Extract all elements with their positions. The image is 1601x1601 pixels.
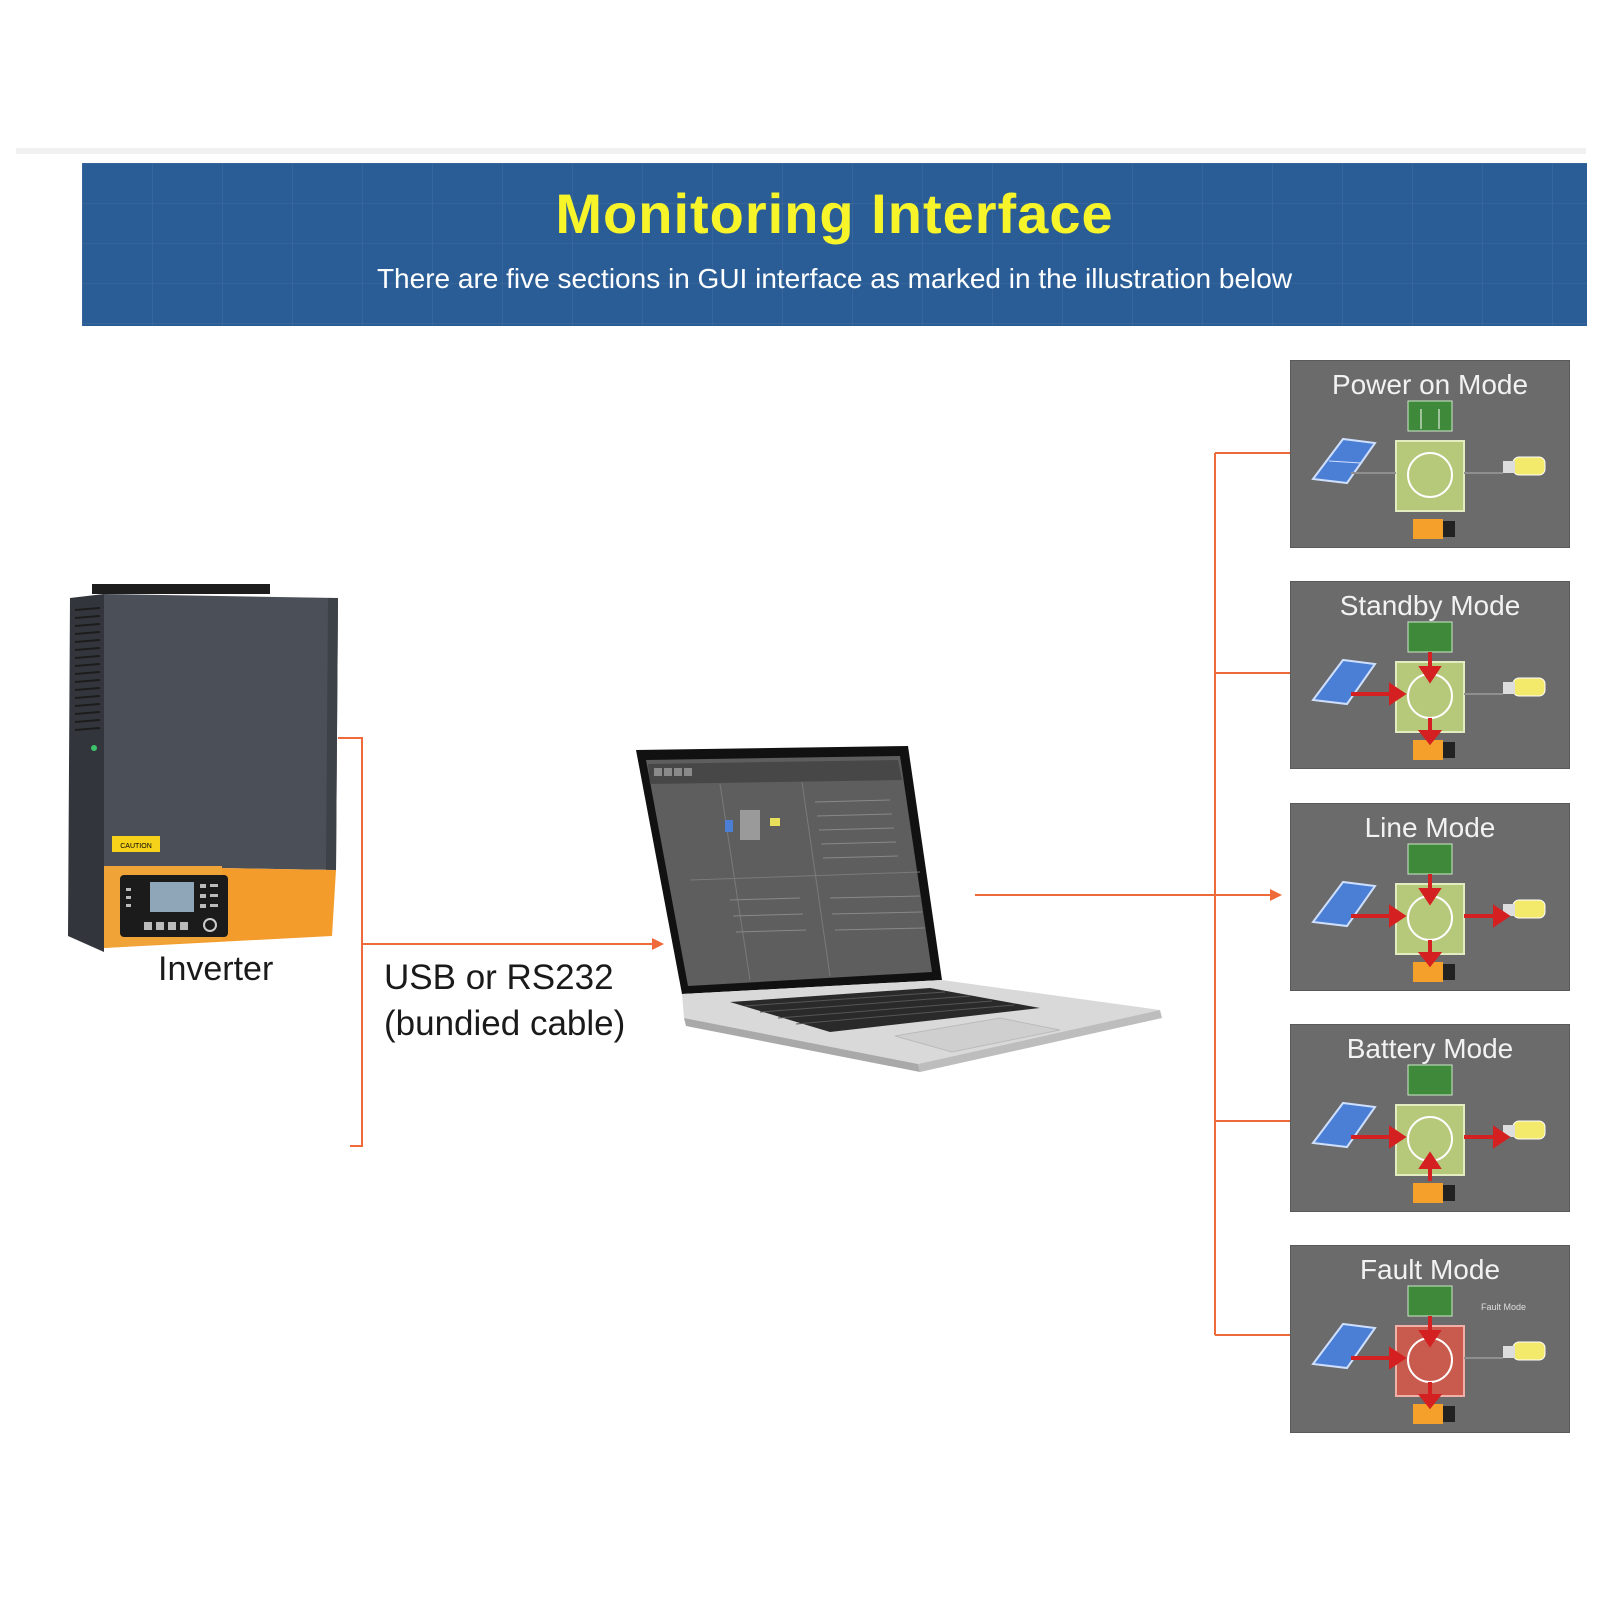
inverter-label: Inverter — [158, 950, 274, 988]
cable-label-line1: USB or RS232 — [384, 958, 614, 997]
header-banner: Monitoring Interface There are five sect… — [82, 163, 1587, 326]
fault-mode-note: Fault Mode — [1481, 1302, 1527, 1312]
mode-title-battery: Battery Mode — [1346, 1033, 1514, 1064]
laptop — [636, 746, 1162, 1072]
grid-icon — [1407, 400, 1453, 432]
solar-panel-icon — [1311, 437, 1377, 485]
solar-panel-icon — [1311, 1101, 1377, 1149]
solar-panel-icon — [1311, 658, 1377, 706]
mode-title-fault: Fault Mode — [1359, 1254, 1501, 1285]
line-flow-diagram — [1311, 843, 1546, 982]
battery-flow-diagram — [1311, 1064, 1546, 1203]
battery-icon — [1413, 519, 1455, 539]
mode-title-standby: Standby Mode — [1339, 590, 1521, 621]
standby-flow-diagram — [1311, 621, 1546, 760]
bulb-icon — [1503, 1341, 1546, 1361]
mode-panel-standby: Standby Mode — [1290, 581, 1570, 769]
mode-panel-line: Line Mode — [1290, 803, 1570, 991]
inverter-device: CAUTION — [68, 584, 338, 952]
cable-label-line2: (bundied cable) — [384, 1004, 626, 1043]
top-divider — [16, 148, 1586, 154]
svg-text:CAUTION: CAUTION — [120, 843, 152, 850]
solar-panel-icon — [1311, 880, 1377, 928]
bulb-icon — [1503, 677, 1546, 697]
grid-icon — [1407, 1064, 1453, 1096]
mode-title-line: Line Mode — [1364, 812, 1496, 843]
power-on-flow-diagram — [1311, 400, 1546, 539]
inverter-icon — [1395, 440, 1465, 512]
battery-icon — [1413, 1404, 1455, 1424]
bulb-icon — [1503, 456, 1546, 476]
battery-icon — [1413, 1183, 1455, 1203]
mode-panel-power-on: Power on Mode — [1290, 360, 1570, 548]
battery-icon — [1413, 962, 1455, 982]
fault-flow-diagram — [1311, 1285, 1546, 1424]
solar-panel-icon — [1311, 1322, 1377, 1370]
grid-icon — [1407, 843, 1453, 875]
mode-title-power-on: Power on Mode — [1331, 369, 1529, 400]
grid-icon — [1407, 621, 1453, 653]
bulb-icon — [1503, 1120, 1546, 1140]
battery-icon — [1413, 740, 1455, 760]
page-title: Monitoring Interface — [555, 182, 1114, 245]
mode-panel-fault: Fault Mode Fault Mode — [1290, 1245, 1570, 1433]
mode-panel-battery: Battery Mode — [1290, 1024, 1570, 1212]
page-subtitle: There are five sections in GUI interface… — [376, 263, 1293, 294]
grid-icon — [1407, 1285, 1453, 1317]
